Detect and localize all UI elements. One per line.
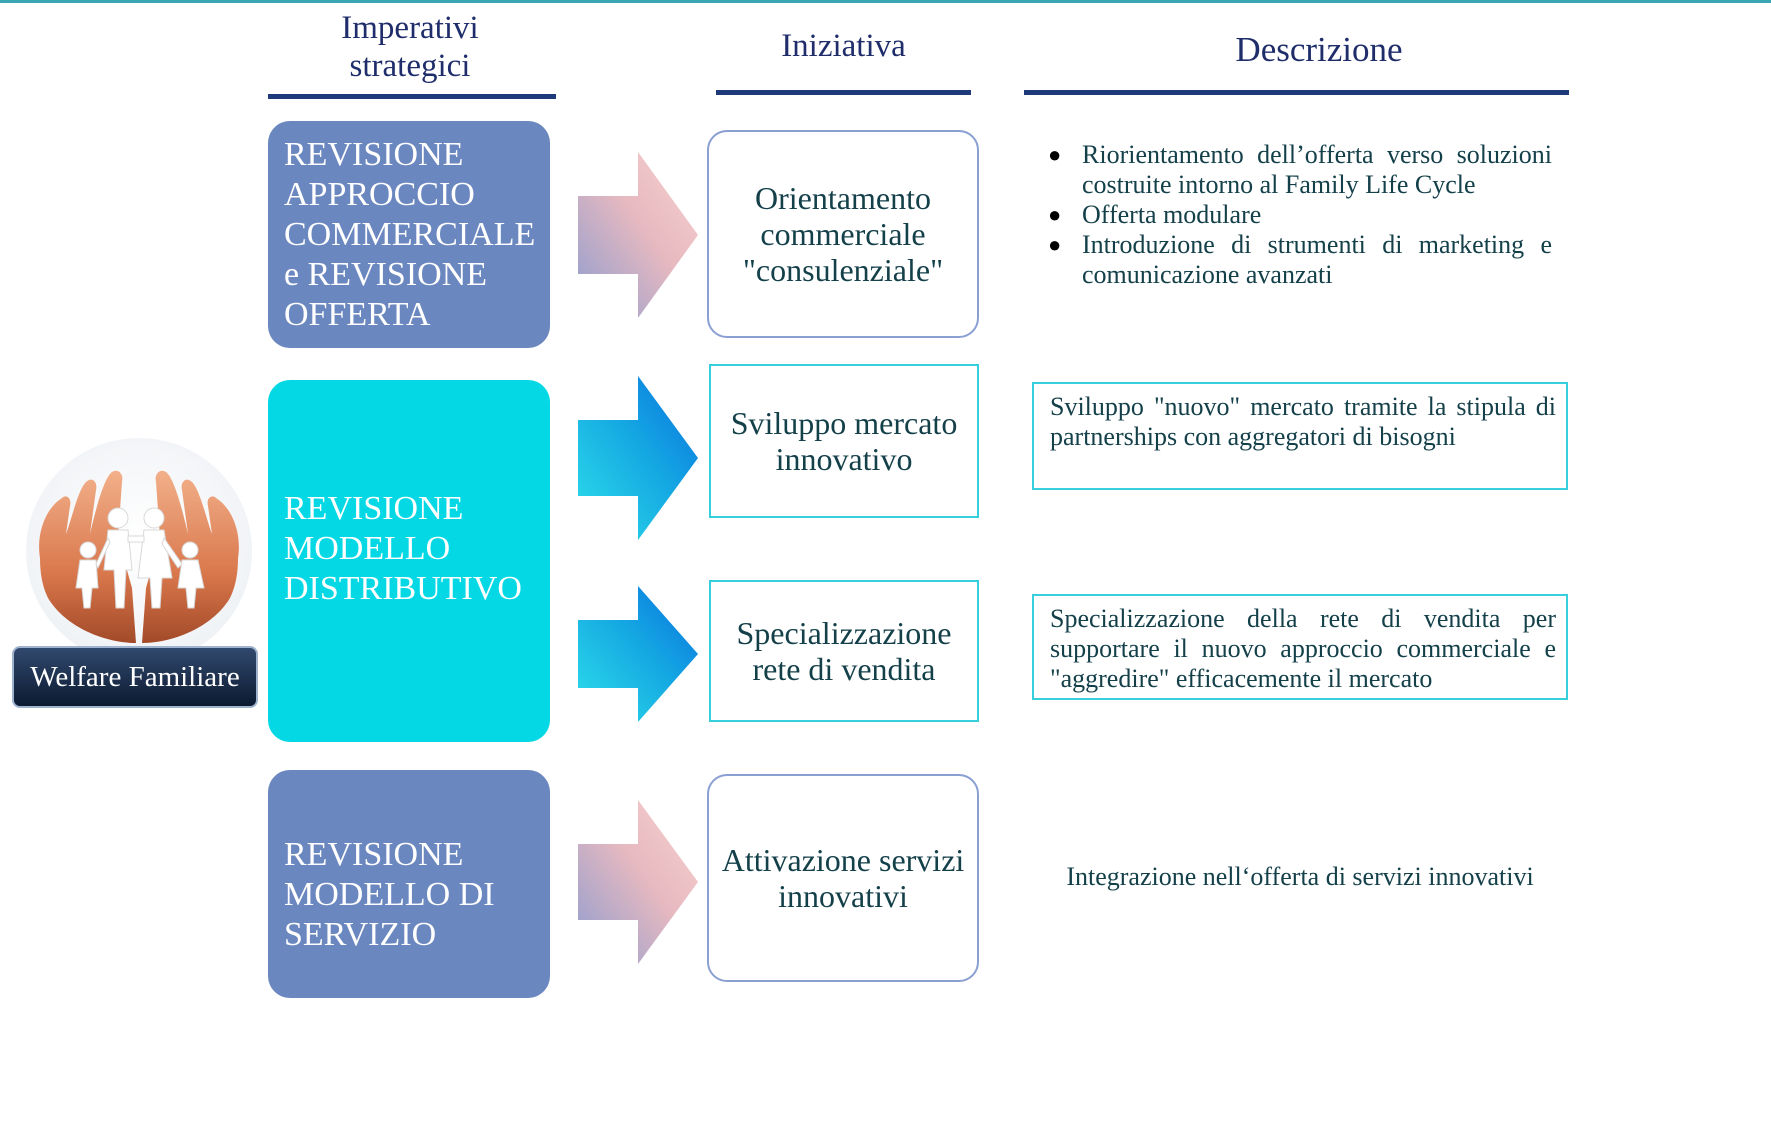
arrow-right-icon: [578, 586, 698, 722]
initiative-network-label: Specializzazione rete di vendita: [736, 615, 952, 687]
initiative-network: Specializzazione rete di vendita: [709, 580, 979, 722]
description-commercial-list: ●Riorientamento dell’offerta verso soluz…: [1048, 140, 1552, 290]
arrow-right-icon: [578, 152, 698, 318]
bullet-icon: ●: [1048, 202, 1062, 227]
description-network: Specializzazione della rete di vendita p…: [1032, 594, 1568, 700]
hands-holding-family-icon: [26, 438, 252, 664]
list-item: ●Offerta modulare: [1048, 200, 1262, 229]
initiative-market: Sviluppo mercato innovativo: [709, 364, 979, 518]
header-iniziativa: Iniziativa: [781, 28, 906, 64]
header-descrizione: Descrizione: [1235, 30, 1403, 69]
imperative-commercial-label: REVISIONE APPROCCIO COMMERCIALE e REVISI…: [284, 135, 536, 333]
welfare-familiare-badge: Welfare Familiare: [12, 646, 258, 708]
list-item: ●Introduzione di strumenti di marketing …: [1048, 230, 1552, 289]
header-iniziativa-rule: [716, 90, 971, 95]
imperative-service: REVISIONE MODELLO DI SERVIZIO: [268, 770, 550, 998]
description-services: Integrazione nell‘offerta di servizi inn…: [1066, 862, 1534, 891]
header-imperativi-rule: [268, 94, 556, 99]
initiative-consulting-label: Orientamento commerciale "consulenziale": [742, 180, 944, 288]
imperative-commercial: REVISIONE APPROCCIO COMMERCIALE e REVISI…: [268, 121, 550, 348]
imperative-service-label: REVISIONE MODELLO DI SERVIZIO: [284, 836, 495, 953]
initiative-services: Attivazione servizi innovativi: [707, 774, 979, 982]
imperative-distribution-label: REVISIONE MODELLO DISTRIBUTIVO: [284, 490, 522, 607]
top-rule: [0, 0, 1771, 3]
arrow-right-icon: [578, 800, 698, 964]
arrow-right-icon: [578, 376, 698, 540]
initiative-services-label: Attivazione servizi innovativi: [721, 842, 965, 914]
header-imperativi: Imperativi strategici: [341, 10, 479, 84]
header-descrizione-rule: [1024, 90, 1569, 95]
bullet-icon: ●: [1048, 142, 1062, 167]
imperative-distribution: REVISIONE MODELLO DISTRIBUTIVO: [268, 380, 550, 742]
initiative-market-label: Sviluppo mercato innovativo: [730, 405, 958, 477]
initiative-consulting: Orientamento commerciale "consulenziale": [707, 130, 979, 338]
bullet-icon: ●: [1048, 232, 1062, 257]
description-market: Sviluppo "nuovo" mercato tramite la stip…: [1032, 382, 1568, 490]
list-item: ●Riorientamento dell’offerta verso soluz…: [1048, 140, 1552, 199]
